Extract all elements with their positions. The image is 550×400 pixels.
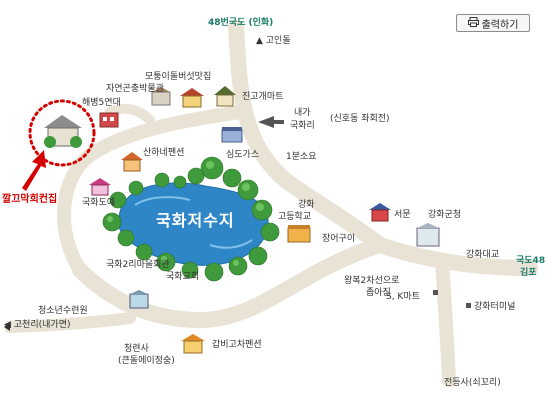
label-museum: 자연곤충박물관 (106, 84, 164, 94)
label-naega2: 국화리 (290, 121, 315, 131)
galbi-pension-icon (180, 332, 206, 358)
highschool-icon (286, 222, 312, 248)
simdo-gas-icon (220, 126, 244, 148)
village-hall-icon (128, 290, 150, 314)
label-my-house: 깔끄막희컨집 (2, 194, 58, 205)
label-one-min: 1분소요 (286, 152, 317, 162)
label-youth-center: 청소년수련원 (38, 306, 88, 316)
label-county-office: 강화군청 (428, 210, 462, 220)
label-seomun: 서문 (394, 210, 411, 220)
road-south (435, 258, 456, 387)
label-route48-east: 국도48 (516, 256, 546, 266)
county-office-icon (414, 222, 442, 252)
sk-square (433, 290, 438, 295)
label-village-hall: 국화2리마을회관 (106, 260, 170, 270)
print-button[interactable]: 출력하기 (456, 14, 530, 32)
road-upper-west (57, 105, 247, 277)
label-highschool: 강화 (298, 200, 315, 210)
label-cheongryeonsa: 청련사 (124, 344, 149, 354)
label-gimpo: 김포 (520, 268, 537, 278)
arrow-naega (258, 116, 284, 128)
road-spur (105, 103, 155, 125)
arrow-gocheonri-line (4, 323, 10, 331)
marker-arrow (22, 150, 46, 191)
label-jangeogui: 장어구이 (322, 234, 356, 244)
label-galbi-pension: 갑비고차펜션 (212, 340, 262, 350)
road-lower-loop (72, 237, 388, 328)
label-mushroom: 모퉁이돌버섯맛집 (145, 72, 212, 82)
label-narrow: 좁아짐 (366, 288, 391, 298)
road-north (228, 20, 388, 253)
label-gukhwado: 국화도예 (82, 198, 116, 208)
label-sk-mart: S, K마트 (386, 292, 420, 302)
label-wangbok: 왕복2차선으로 (344, 276, 400, 286)
label-naega: 내가 (294, 108, 311, 118)
seomun-icon (368, 202, 392, 226)
label-jingo-mart: 진고개마트 (242, 92, 284, 102)
label-terminal: 강화터미널 (474, 302, 516, 312)
label-simdo-gas: 심도가스 (226, 150, 260, 160)
label-highschool2: 고등학교 (278, 212, 312, 222)
label-jeondeungsa: 전등사(쇠꼬리) (444, 378, 501, 388)
label-church: 국화교회 (166, 272, 200, 282)
label-lake: 국화저수지 (156, 211, 235, 230)
label-route48-north: 48번국도 (인화) (208, 18, 274, 28)
label-sanha-pension: 산하네펜션 (143, 148, 185, 158)
house-jingo-icon (212, 84, 238, 112)
label-cheongryeonsa2: (큰돌에이정숭) (118, 356, 175, 366)
lake-area (102, 156, 280, 282)
marker-ring (28, 99, 96, 167)
museum-icon (150, 86, 172, 110)
printer-icon (467, 16, 479, 30)
terminal-square (466, 303, 471, 308)
label-gangwha-bridge: 강화대교 (466, 250, 500, 260)
my-house-icon (42, 112, 84, 154)
label-marine: 해병5연대 (82, 98, 121, 108)
road-gocheonri (4, 312, 136, 333)
label-gocheonri: ◀ 고천리(내가면) (4, 320, 71, 330)
gukhwado-icon (88, 176, 112, 200)
marine-icon (98, 108, 120, 132)
road-east (372, 237, 538, 276)
print-label: 출력하기 (481, 19, 519, 31)
mushroom-house-icon (178, 86, 206, 112)
sanha-pension-icon (120, 150, 144, 176)
label-shinhwa: (신호동 좌회전) (330, 114, 390, 124)
label-goindol: ▲ 고인돌 (256, 36, 291, 46)
